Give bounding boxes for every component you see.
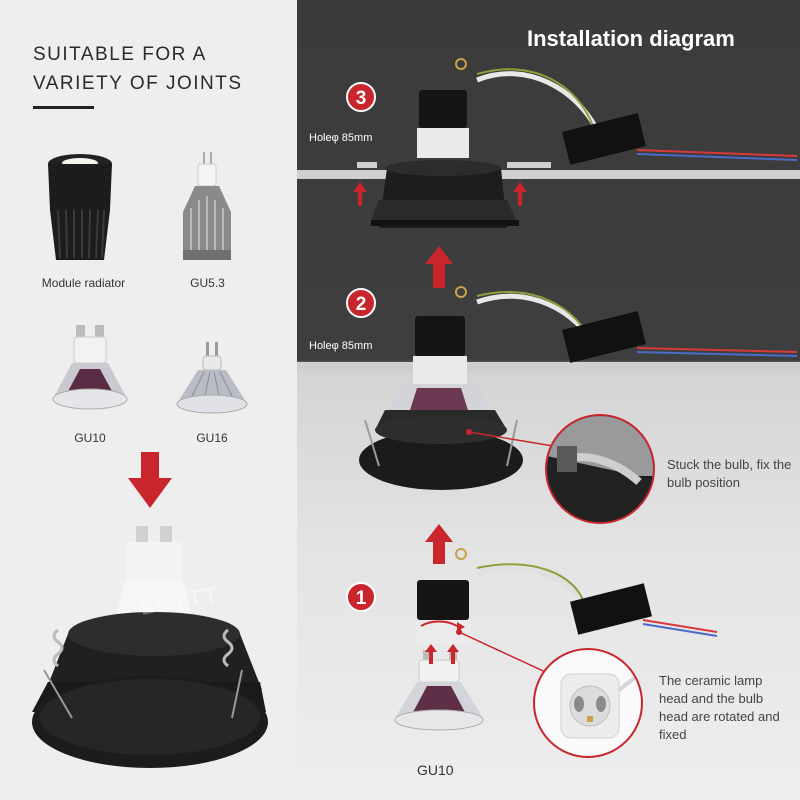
product-label-gu53: GU5.3 (190, 276, 225, 290)
zoom-circle-ceramic-head (533, 648, 643, 758)
installation-diagram-panel: Installation diagram 3 Holeφ 85mm 2 Hole… (297, 0, 800, 800)
downlight-fixture-icon (32, 526, 268, 768)
product-label-gu10: GU10 (74, 431, 106, 445)
up-arrow-small-pin-left (425, 644, 437, 664)
up-arrow-small-pin-right (447, 644, 459, 664)
zoom-circle-bulb-clip (545, 414, 655, 524)
up-arrow-small-left-step3 (353, 182, 367, 206)
up-arrow-large-upper (425, 246, 453, 288)
product-label-module-radiator: Module radiator (41, 276, 126, 290)
step-2-hole-label: Holeφ 85mm (309, 340, 373, 352)
headline-underline (33, 106, 94, 109)
ceiling-board-step3 (297, 170, 800, 179)
gu10-bulb-icon (52, 325, 128, 410)
step-1-lampholder-icon (394, 548, 718, 731)
headline: SUITABLE FOR A VARIETY OF JOINTS (33, 44, 243, 94)
callout-text-bulb-position: Stuck the bulb, fix the bulb position (667, 457, 792, 490)
gu16-bulb-icon (176, 342, 248, 414)
up-arrow-large-lower (425, 524, 453, 564)
product-label-gu16: GU16 (196, 431, 228, 445)
step-1-bulb-label: GU10 (417, 762, 454, 778)
left-panel: SUITABLE FOR A VARIETY OF JOINTS Module … (0, 0, 297, 800)
down-arrow-icon (128, 452, 172, 508)
module-radiator-icon (48, 154, 112, 260)
diagram-title: Installation diagram (527, 26, 735, 51)
step-1-badge: 1 (346, 582, 376, 612)
step-3-fixture-icon (357, 58, 797, 228)
up-arrow-small-right-step3 (513, 182, 527, 206)
ceiling-board-step2 (297, 362, 800, 371)
step-3-hole-label: Holeφ 85mm (309, 132, 373, 144)
step-2-fixture-icon (359, 286, 797, 490)
step-3-badge: 3 (346, 82, 376, 112)
gu53-bulb-icon (183, 152, 231, 260)
step-2-badge: 2 (346, 288, 376, 318)
callout-text-ceramic-head: The ceramic lamp head and the bulb head … (659, 673, 780, 742)
